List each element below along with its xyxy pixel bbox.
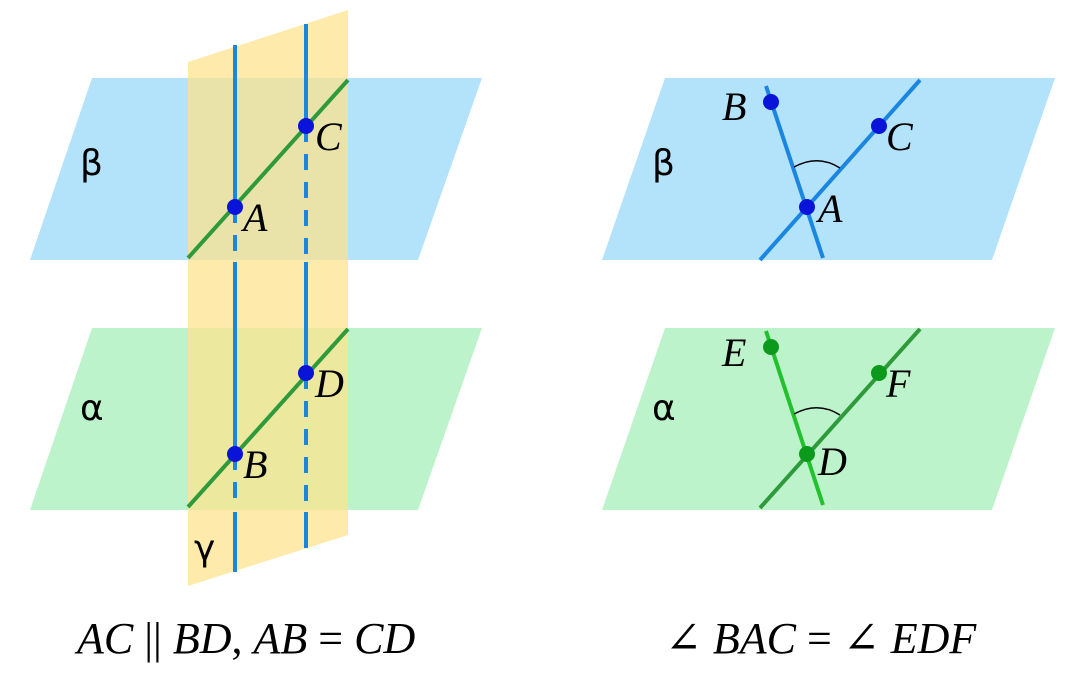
plane-gamma-label: γ [194,528,215,569]
plane-beta-label-right: β [652,143,675,184]
line-bd [186,327,350,509]
point-a-left [227,199,243,215]
point-d-right [799,446,815,462]
plane-gamma [188,10,348,586]
caption-left-p1: AC [74,614,134,663]
caption-right-p2: EDF [890,614,978,663]
line-df-right [758,327,922,510]
point-c-right [871,118,887,134]
angle-arc-bac [793,160,841,169]
plane-beta-label-left: β [80,143,103,184]
label-d-left: D [314,361,344,406]
left-figure: β α γ C A D B AC || BD, AB = CD [30,10,482,663]
angle-arc-edf [793,407,841,416]
line-ac-right [758,78,922,262]
label-c-left: C [315,114,343,159]
point-d-left [298,365,314,381]
caption-left-sep1: || [133,614,173,663]
point-c-left [298,118,314,134]
caption-right-p1: BAC [713,614,797,663]
caption-left-p3: AB [251,614,308,663]
line-ac [186,78,350,260]
label-c-right: C [886,114,914,159]
label-d-right: D [817,439,847,484]
plane-beta-right [602,78,1055,260]
point-f-right [871,365,887,381]
caption-left-sep3: = [307,614,354,663]
plane-alpha-label-right: α [652,388,676,429]
label-f-right: F [885,361,911,406]
caption-left-sep2: , [232,614,254,663]
label-a-right: A [815,186,843,231]
caption-left-p4: CD [354,614,415,663]
line-ab-right [764,85,825,259]
caption-right-eq: = [796,614,843,663]
label-a-left: A [240,195,268,240]
point-b-right [763,94,779,110]
caption-left: AC || BD, AB = CD [74,614,415,663]
caption-right-angle1: ∠ [665,614,713,663]
plane-alpha-label-left: α [80,388,104,429]
label-b-right: B [722,84,746,129]
point-b-left [227,446,243,462]
point-e-right [763,339,779,355]
caption-left-p2: BD [173,614,232,663]
line-de-right [764,330,825,506]
caption-right: ∠ BAC = ∠ EDF [665,614,977,663]
point-a-right [799,199,815,215]
label-e-right: E [721,330,746,375]
right-figure: β α B C A E F D ∠ BAC = ∠ EDF [602,78,1055,663]
caption-right-angle2: ∠ [843,614,891,663]
label-b-left: B [243,442,267,487]
plane-alpha-right [602,328,1055,510]
